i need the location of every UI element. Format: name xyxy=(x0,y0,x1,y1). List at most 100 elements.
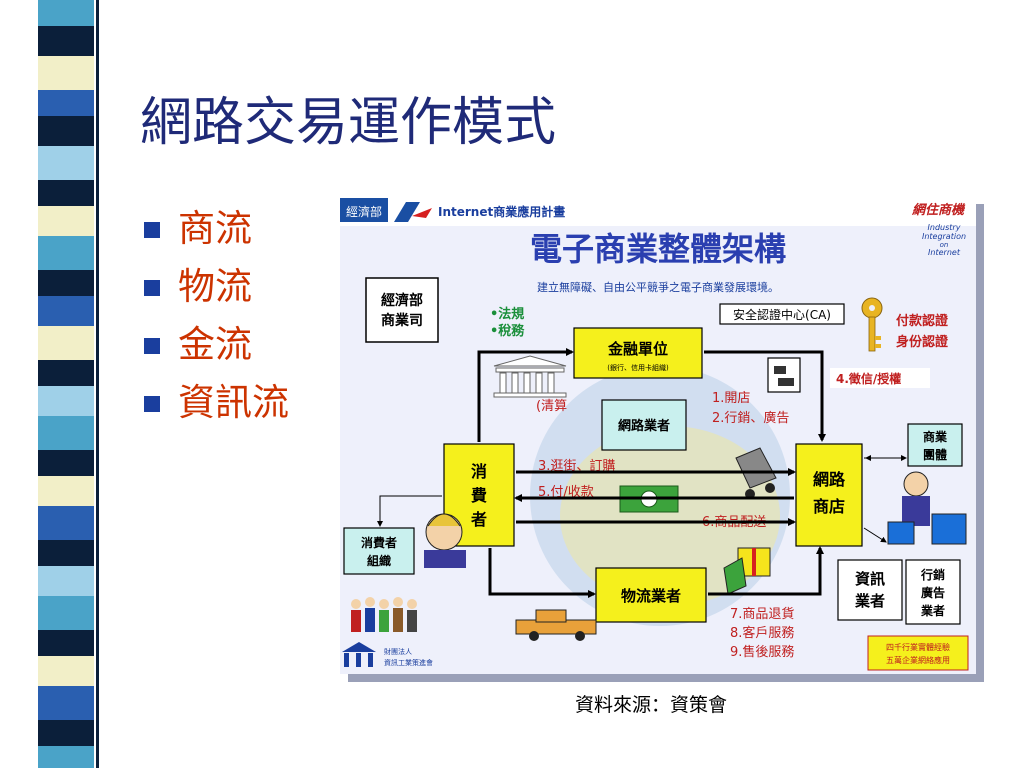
stripe-block xyxy=(38,476,94,506)
arrow-logistics-shop xyxy=(708,546,824,596)
brand-line-1: Industry xyxy=(928,223,961,232)
bullet-square-icon xyxy=(144,338,160,354)
stripe-block xyxy=(38,146,94,180)
header-plan-label: Internet商業應用計畫 xyxy=(438,204,565,219)
truck-icon xyxy=(515,609,597,641)
stripe-block xyxy=(38,566,94,596)
shop-box xyxy=(795,443,863,547)
stripe-block xyxy=(38,416,94,450)
gift-box-icon xyxy=(723,547,771,595)
consumer-org-box xyxy=(343,527,415,575)
isp-label: 網路業者 xyxy=(618,418,670,434)
bank-building-icon xyxy=(493,355,567,398)
diagram-arrows xyxy=(477,348,826,598)
card-reader-icon xyxy=(767,357,801,393)
bullet-list: 商流 物流 金流 資訊流 xyxy=(140,200,289,432)
bullet-square-icon xyxy=(144,396,160,412)
diagram-subtitle: 建立無障礙、自由公平競爭之電子商業發展環境。 xyxy=(537,280,779,294)
bullet-item-commerce: 商流 xyxy=(140,200,289,258)
bank-sub-label: (銀行、信用卡組織) xyxy=(607,363,669,372)
brand-line-2: Integration xyxy=(922,232,966,241)
info-provider-box xyxy=(837,559,903,621)
open-line-1: 1.開店 xyxy=(712,391,750,406)
arrow-consumer-org xyxy=(377,495,442,527)
moea-box xyxy=(365,277,439,343)
isp-box xyxy=(601,399,687,451)
header-logo-accent-icon xyxy=(412,208,432,218)
law-line-1: •法規 xyxy=(490,306,524,322)
stripe-block xyxy=(38,56,94,90)
auth-payment: 付款認證 xyxy=(896,313,949,329)
biz-group-line-2: 團體 xyxy=(923,447,947,462)
arrow-bank-shop xyxy=(704,350,826,442)
clearing-label: (清算 xyxy=(536,399,567,414)
iii-logo-icon xyxy=(342,642,376,667)
consumer-char-1: 消 xyxy=(471,462,487,481)
arrow-consumer-bank xyxy=(477,348,574,442)
stripe-block xyxy=(38,270,94,296)
auth-identity: 身份認證 xyxy=(896,334,949,350)
returns-line-2: 8.客戶服務 xyxy=(730,625,794,641)
ca-box xyxy=(719,303,845,325)
stripe-block xyxy=(38,326,94,360)
info-line-1: 資訊 xyxy=(855,570,885,588)
footer-right-box xyxy=(867,635,969,671)
info-line-2: 業者 xyxy=(854,592,885,610)
credit-box xyxy=(830,368,930,388)
source-caption: 資料來源：資策會 xyxy=(575,694,728,716)
ad-line-2: 廣告 xyxy=(921,585,945,600)
decorative-stripe xyxy=(38,0,99,768)
stripe-block xyxy=(38,26,94,56)
stripe-block xyxy=(38,596,94,630)
arrow-consumer-logistics xyxy=(488,548,596,598)
open-line-2: 2.行銷、廣告 xyxy=(712,410,789,426)
bullet-item-cashflow: 金流 xyxy=(140,316,289,374)
header-logo-icon xyxy=(394,202,420,222)
law-line-2: •稅務 xyxy=(490,323,525,339)
stripe-block xyxy=(38,360,94,386)
brand-line-4: Internet xyxy=(928,248,961,257)
logistics-label: 物流業者 xyxy=(621,587,681,605)
businessman-computer-icon xyxy=(887,471,967,545)
stripe-block xyxy=(38,506,94,540)
bullet-square-icon xyxy=(144,280,160,296)
ad-agency-box xyxy=(905,559,961,625)
ecommerce-diagram: 經濟部 Internet商業應用計畫 網住商機 Industry Integra… xyxy=(340,196,976,674)
stripe-block xyxy=(38,450,94,476)
footer-right-line-1: 四千行業實體經驗 xyxy=(886,642,950,652)
stripe-block xyxy=(38,540,94,566)
shop-line-1: 網路 xyxy=(813,470,846,489)
arrow-shop-info xyxy=(863,527,887,543)
footer-left-line-1: 財團法人 xyxy=(384,647,412,656)
stripe-block xyxy=(38,656,94,686)
logistics-box xyxy=(595,567,707,623)
stripe-block xyxy=(38,90,94,116)
shopping-cart-icon xyxy=(735,447,777,499)
stripe-block xyxy=(38,386,94,416)
bank-box xyxy=(573,327,703,379)
shop-line-2: 商店 xyxy=(813,497,845,516)
biz-group-box xyxy=(907,423,963,467)
consumer-char-3: 者 xyxy=(470,510,487,529)
flow-label-payment: 5.付/收款 xyxy=(538,485,594,500)
diagram-figure: 經濟部 Internet商業應用計畫 網住商機 Industry Integra… xyxy=(340,196,984,682)
flow-label-order: 3.逛街、訂購 xyxy=(538,458,615,474)
moea-line-2: 商業司 xyxy=(381,312,423,329)
thinking-person-icon xyxy=(424,513,466,568)
bullet-square-icon xyxy=(144,222,160,238)
diagram-header-bar xyxy=(340,196,976,226)
key-icon xyxy=(861,297,883,352)
bank-label: 金融單位 xyxy=(607,340,668,358)
stripe-block xyxy=(38,686,94,720)
header-org-label: 經濟部 xyxy=(346,204,382,219)
footer-right-line-2: 五萬企業網絡應用 xyxy=(886,655,950,665)
stripe-block xyxy=(38,206,94,236)
ca-label: 安全認證中心(CA) xyxy=(733,307,831,322)
bullet-item-infoflow: 資訊流 xyxy=(140,374,289,432)
page-title: 網路交易運作模式 xyxy=(140,93,557,153)
returns-line-1: 7.商品退貨 xyxy=(730,606,794,622)
stripe-block xyxy=(38,746,94,768)
thin-arrows xyxy=(377,455,907,543)
brand-line-3: on xyxy=(940,241,949,249)
diagram-canvas: 經濟部 Internet商業應用計畫 網住商機 Industry Integra… xyxy=(340,196,976,671)
